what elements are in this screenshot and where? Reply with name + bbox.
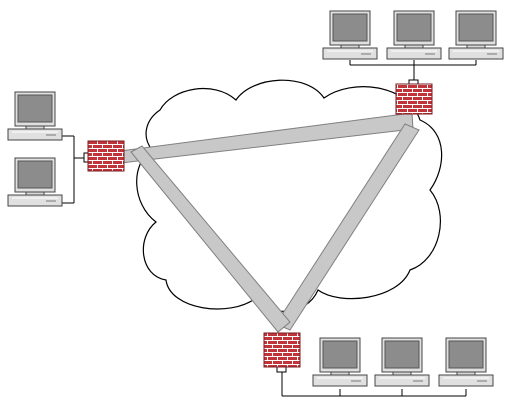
desktop-computer-icon (322, 10, 378, 60)
desktop-computer-icon (386, 10, 442, 60)
desktop-computer-icon (312, 337, 368, 387)
desktop-computer-icon (438, 337, 494, 387)
desktop-computer-icon (7, 157, 63, 207)
desktop-computer-icon (7, 91, 63, 141)
firewall-icon (87, 140, 125, 172)
firewall-icon (263, 332, 301, 368)
desktop-computer-icon (374, 337, 430, 387)
firewall-icon (395, 83, 433, 115)
internet-cloud-icon (136, 79, 443, 312)
desktop-computer-icon (448, 10, 504, 60)
vpn-tunnels (119, 112, 420, 333)
tunnel-top-right-to-bottom (275, 123, 420, 331)
tunnel-bottom-to-left (130, 145, 291, 333)
